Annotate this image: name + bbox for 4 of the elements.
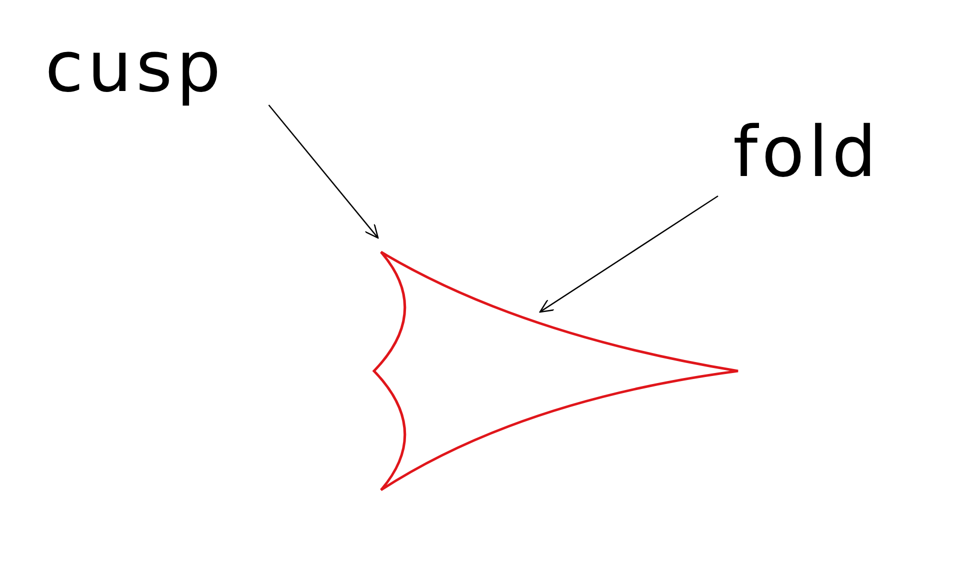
- label-text: fold: [733, 117, 880, 187]
- leader-arrow: [268, 104, 379, 239]
- leader-arrow: [539, 195, 718, 313]
- caustic-curve: [372, 250, 740, 492]
